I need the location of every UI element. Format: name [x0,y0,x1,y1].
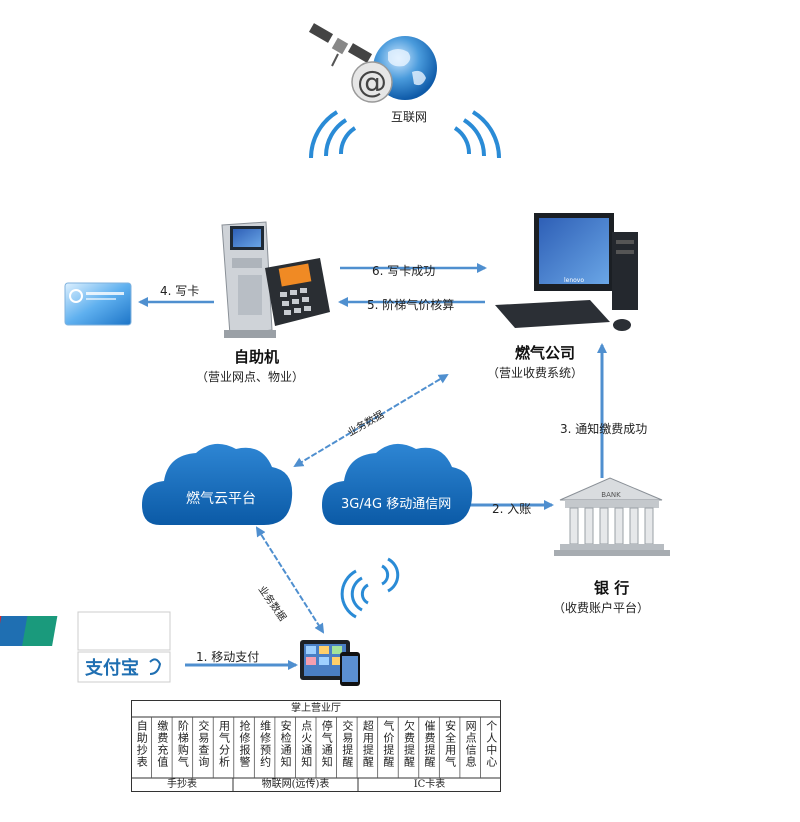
function-item: 网点信息 [460,717,481,777]
function-item: 阶梯购气 [172,717,193,777]
write-success-label: 6. 写卡成功 [372,264,436,278]
function-item-label: 超用提醒 [361,720,375,768]
function-item: 自助抄表 [131,717,152,777]
function-item: 点火通知 [295,717,316,777]
function-item: 交易提醒 [337,717,358,777]
function-table-header: 掌上营业厅 [291,703,341,714]
internet-label: 互联网 [391,110,428,124]
mobile-hall-function-table: 掌上营业厅 自助抄表缴费充值阶梯购气交易查询用气分析抢修报警维修预约安检通知点火… [131,700,501,792]
arrow-business-data-top [293,373,449,468]
kiosk-subtitle: （营业网点、物业） [196,370,305,384]
tablet-phone-image [300,640,360,686]
function-item-label: 网点信息 [464,720,478,768]
svg-text:银联: 银联 [130,633,150,646]
function-table-lines [131,700,501,792]
bank-subtitle: （收费账户平台） [553,601,650,615]
alipay-logo: 支付宝 [77,651,171,683]
notify-payment-label: 3. 通知缴费成功 [560,422,648,436]
bank-title: 银 行 [594,579,630,597]
svg-text:UnionPay: UnionPay [87,620,145,633]
function-item: 维修预约 [254,717,275,777]
function-item: 抢修报警 [234,717,255,777]
function-item-label: 抢修报警 [238,720,252,768]
group-iot-meter: 物联网(远传)表 [261,779,330,790]
function-item: 安检通知 [275,717,296,777]
function-item-label: 安全用气 [443,720,457,768]
function-item: 个人中心 [480,717,501,777]
mobile-pay-label: 1. 移动支付 [196,650,260,664]
function-item-label: 自助抄表 [135,720,149,768]
self-service-kiosk-image [221,221,276,338]
mobile-network-cloud-shape [322,443,473,525]
gas-cloud-platform-label: 燃气云平台 [186,491,256,507]
pos-terminal-image [265,258,330,326]
function-item-label: 阶梯购气 [176,720,190,768]
function-item-label: 催费提醒 [423,720,437,768]
function-item-label: 交易查询 [196,720,210,768]
function-item-label: 交易提醒 [340,720,354,768]
company-title: 燃气公司 [515,344,576,362]
function-item: 欠费提醒 [398,717,419,777]
satellite-icon [308,23,373,67]
function-item-label: 维修预约 [258,720,272,768]
svg-text:支付宝: 支付宝 [84,657,139,679]
function-item: 安全用气 [439,717,460,777]
monitor-brand: lenovo [564,277,584,284]
function-item: 用气分析 [213,717,234,777]
signal-waves-icon [340,557,400,619]
tier-price-label: 5. 阶梯气价核算 [367,298,455,312]
function-item: 交易查询 [193,717,214,777]
function-item-label: 点火通知 [299,720,313,768]
write-card-label: 4. 写卡 [160,284,200,298]
function-item: 停气通知 [316,717,337,777]
arrow-business-data-bottom [255,526,325,634]
function-item-label: 缴费充值 [155,720,169,768]
bank-sign: BANK [601,491,621,499]
at-sign-icon: @ [351,61,393,103]
function-item-label: 气价提醒 [381,720,395,768]
company-subtitle: （营业收费系统） [487,366,584,380]
function-item-label: 欠费提醒 [402,720,416,768]
kiosk-title: 自助机 [234,348,280,366]
function-item: 缴费充值 [152,717,173,777]
group-manual-meter: 手抄表 [167,779,197,790]
mobile-network-label: 3G/4G 移动通信网 [341,497,452,512]
svg-text:@: @ [357,65,387,100]
gas-cloud-platform-shape [142,443,293,525]
function-item-label: 安检通知 [279,720,293,768]
ic-card-image [64,282,132,326]
function-item-label: 个人中心 [484,720,498,768]
function-item-label: 用气分析 [217,720,231,768]
function-item-label: 停气通知 [320,720,334,768]
wireless-waves-icon [309,110,501,159]
function-item: 气价提醒 [378,717,399,777]
unionpay-logo: UnionPay 银联 [0,611,171,651]
desktop-computer-image: lenovo [495,213,638,331]
function-item: 催费提醒 [419,717,440,777]
function-item: 超用提醒 [357,717,378,777]
deposit-label: 2. 入账 [492,502,532,516]
bank-building-image: BANK [554,477,670,556]
group-ic-card-meter: IC卡表 [413,779,446,790]
